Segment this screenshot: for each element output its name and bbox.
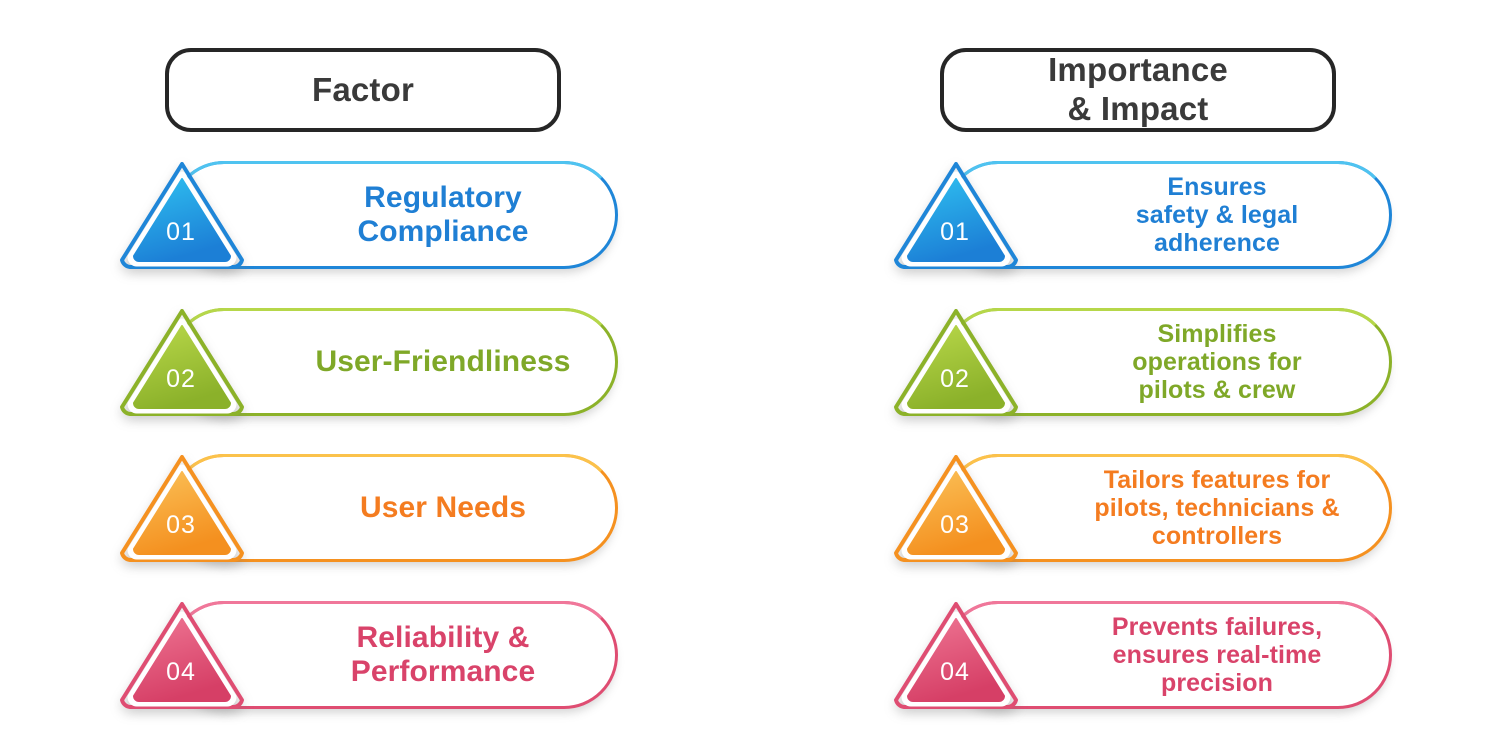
- impact-pill[interactable]: Tailors features for pilots, technicians…: [944, 454, 1392, 562]
- list-item[interactable]: Simplifies operations for pilots & crew …: [886, 302, 1392, 422]
- impact-label: Tailors features for pilots, technicians…: [1094, 465, 1340, 551]
- list-item[interactable]: Reliability & Performance 04: [112, 595, 618, 715]
- impact-pill[interactable]: Simplifies operations for pilots & crew: [944, 308, 1392, 416]
- list-item[interactable]: User Needs 03: [112, 448, 618, 568]
- number-triangle-badge: 03: [886, 448, 1026, 568]
- factor-label: User-Friendliness: [315, 345, 571, 379]
- number-triangle-badge: 04: [112, 595, 252, 715]
- list-item[interactable]: Prevents failures, ensures real-time pre…: [886, 595, 1392, 715]
- factor-pill[interactable]: Reliability & Performance: [170, 601, 618, 709]
- factor-label: Reliability & Performance: [350, 621, 536, 688]
- number-triangle-badge: 01: [886, 155, 1026, 275]
- number-triangle-badge: 04: [886, 595, 1026, 715]
- factor-label: User Needs: [359, 491, 527, 525]
- number-triangle-badge: 03: [112, 448, 252, 568]
- list-item[interactable]: Regulatory Compliance 01: [112, 155, 618, 275]
- impact-pill[interactable]: Ensures safety & legal adherence: [944, 161, 1392, 269]
- impact-label: Simplifies operations for pilots & crew: [1132, 319, 1302, 405]
- number-triangle-badge: 01: [112, 155, 252, 275]
- list-item[interactable]: User-Friendliness 02: [112, 302, 618, 422]
- column-header-factor-label: Factor: [311, 70, 415, 108]
- number-triangle-badge: 02: [112, 302, 252, 422]
- column-header-factor: Factor: [165, 48, 561, 132]
- impact-label: Prevents failures, ensures real-time pre…: [1111, 612, 1323, 698]
- column-header-importance-impact: Importance & Impact: [940, 48, 1336, 132]
- impact-label: Ensures safety & legal adherence: [1135, 172, 1299, 258]
- factor-pill[interactable]: Regulatory Compliance: [170, 161, 618, 269]
- list-item[interactable]: Ensures safety & legal adherence 01: [886, 155, 1392, 275]
- column-header-importance-impact-label: Importance & Impact: [1048, 51, 1228, 127]
- list-item[interactable]: Tailors features for pilots, technicians…: [886, 448, 1392, 568]
- number-triangle-badge: 02: [886, 302, 1026, 422]
- factor-label: Regulatory Compliance: [357, 181, 529, 248]
